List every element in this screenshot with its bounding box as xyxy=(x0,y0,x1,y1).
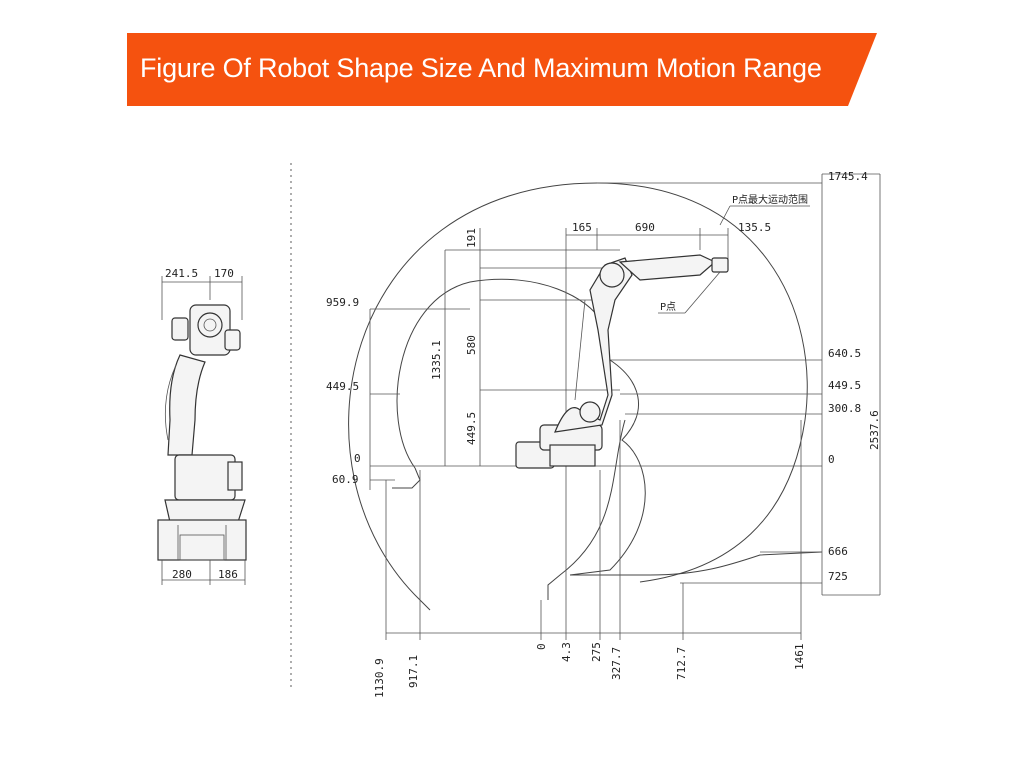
main-dim-right-725: 725 xyxy=(828,570,848,583)
main-view: 1745.4 P点最大运动范围 165 690 135.5 191 1335.1… xyxy=(326,170,881,698)
main-dim-bottom-1461: 1461 xyxy=(793,644,806,671)
main-dim-right-666: 666 xyxy=(828,545,848,558)
robot-side-silhouette xyxy=(157,304,247,561)
main-dim-total-2537: 2537.6 xyxy=(868,410,881,450)
motion-range-inner-curve xyxy=(569,359,646,576)
main-dim-left-0: 0 xyxy=(354,452,361,465)
main-dim-bottom-917: 917.1 xyxy=(407,655,420,688)
banner-title: Figure Of Robot Shape Size And Maximum M… xyxy=(140,53,822,83)
banner-background xyxy=(127,33,877,106)
main-dim-right-640: 640.5 xyxy=(828,347,861,360)
main-dim-top-135: 135.5 xyxy=(738,221,771,234)
motion-range-outer-arc xyxy=(348,182,598,611)
main-dim-left-449: 449.5 xyxy=(326,380,359,393)
motion-range-right-arc xyxy=(596,182,808,583)
main-dim-bottom-327: 327.7 xyxy=(610,647,623,680)
main-dim-left-60: 60.9 xyxy=(332,473,359,486)
main-dim-vert-449: 449.5 xyxy=(465,412,478,445)
motion-range-inner-loop xyxy=(396,278,601,469)
main-dim-right-449: 449.5 xyxy=(828,379,861,392)
banner xyxy=(127,33,877,106)
main-dim-top-690: 690 xyxy=(635,221,655,234)
side-dim-bottom-1: 280 xyxy=(172,568,192,581)
main-dim-bottom-275: 275 xyxy=(590,642,603,662)
main-dim-bottom-1130: 1130.9 xyxy=(373,658,386,698)
motion-range-left-tail xyxy=(392,467,421,489)
main-dim-bottom-4: 4.3 xyxy=(560,642,573,662)
main-dim-left-959: 959.9 xyxy=(326,296,359,309)
main-dim-right-1745: 1745.4 xyxy=(828,170,868,183)
robot-front-silhouette xyxy=(515,254,729,469)
main-dim-vert-1335: 1335.1 xyxy=(430,340,443,380)
main-dim-bottom-0: 0 xyxy=(535,643,548,650)
motion-range-bottom xyxy=(570,551,823,576)
side-dim-top-2: 170 xyxy=(214,267,234,280)
side-dim-bottom-2: 186 xyxy=(218,568,238,581)
p-point-range-label: P点最大运动范围 xyxy=(732,193,808,206)
main-dim-vert-191: 191 xyxy=(465,228,478,248)
main-dim-right-0: 0 xyxy=(828,453,835,466)
main-dim-top-165: 165 xyxy=(572,221,592,234)
side-dim-top-1: 241.5 xyxy=(165,267,198,280)
main-dim-bottom-712: 712.7 xyxy=(675,647,688,680)
main-dim-right-300: 300.8 xyxy=(828,402,861,415)
side-view: 241.5 170 280 186 xyxy=(157,267,247,585)
p-label: P点 xyxy=(660,301,676,313)
main-dim-vert-580: 580 xyxy=(465,335,478,355)
